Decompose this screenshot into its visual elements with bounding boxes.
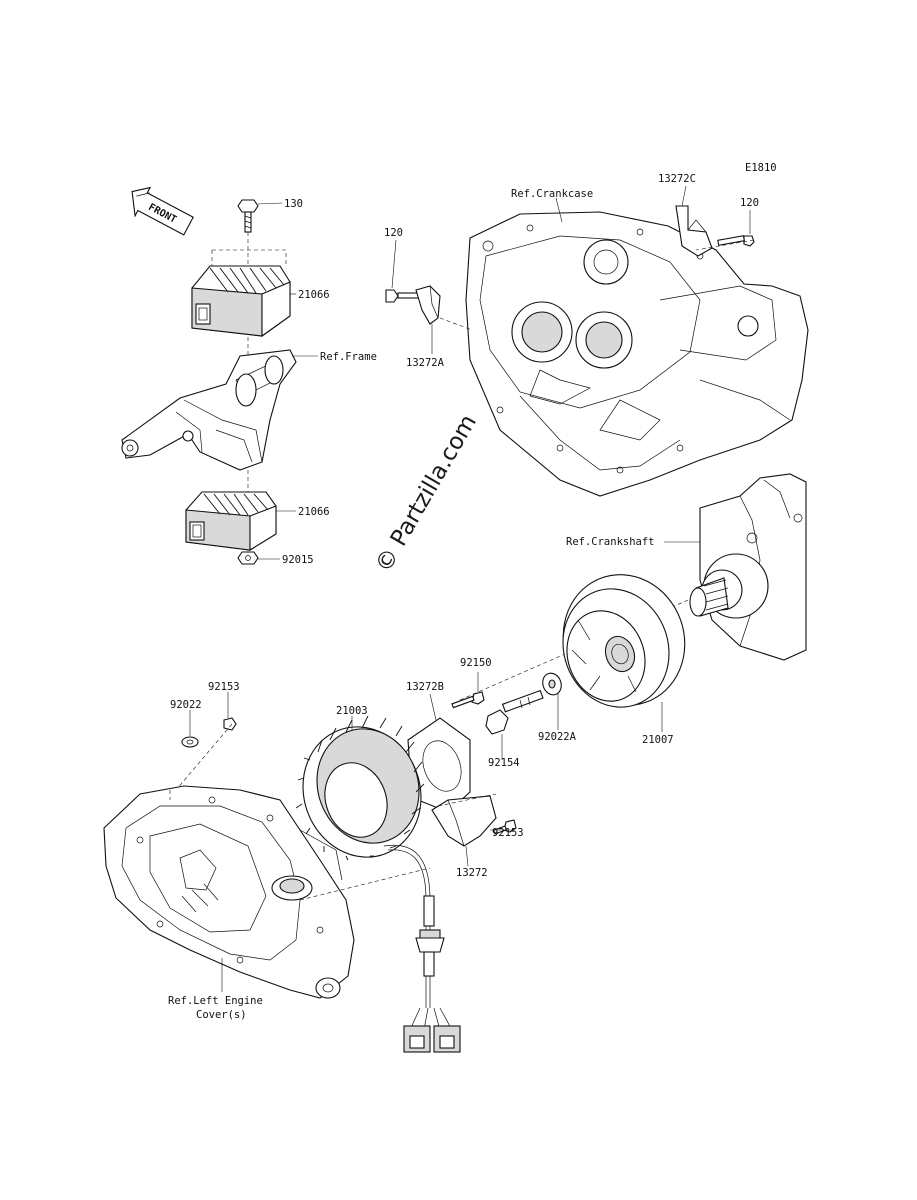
crankcase [465, 211, 809, 497]
callout-92022a: 92022A [538, 731, 577, 743]
callout-21007: 21007 [642, 734, 674, 746]
nut-92015 [237, 551, 259, 565]
bolt-axis-line [695, 239, 755, 251]
callout-13272a: 13272A [406, 357, 445, 369]
callout-ref-frame: Ref.Frame [320, 351, 377, 363]
plate-13272 [431, 793, 497, 847]
callout-ref-crankcase: Ref.Crankcase [511, 188, 593, 200]
bolt-92154 [485, 689, 544, 735]
bolt-130 [237, 199, 259, 233]
leader-130 [257, 202, 283, 205]
stator-wire-harness [383, 844, 461, 1053]
diagram-code: E1810 [745, 162, 777, 174]
callout-21003: 21003 [336, 705, 368, 717]
stator-21003 [295, 715, 425, 861]
callout-92153-right: 92153 [492, 827, 524, 839]
callout-13272b: 13272B [406, 681, 444, 693]
frame-bracket [121, 349, 297, 471]
callout-92150: 92150 [460, 657, 492, 669]
leader-13272c [681, 185, 687, 207]
callout-130: 130 [284, 198, 303, 210]
cover-axis-line [299, 867, 431, 901]
callout-92015: 92015 [282, 554, 314, 566]
callout-21066-top: 21066 [298, 289, 330, 301]
leader-13272 [465, 845, 469, 867]
leader-ref-crankcase [555, 197, 563, 223]
bolt-120-left [385, 289, 421, 303]
clamp-axis-line [439, 317, 473, 331]
washer-92022 [181, 736, 199, 748]
callout-120-right: 120 [740, 197, 759, 209]
callout-92022: 92022 [170, 699, 202, 711]
clamp-13272a [415, 285, 441, 325]
callout-ref-crankshaft: Ref.Crankshaft [566, 536, 655, 548]
callout-ref-left-engine-cover-line1: Ref.Left Engine [168, 995, 263, 1007]
callout-13272: 13272 [456, 867, 488, 879]
callout-92153-top: 92153 [208, 681, 240, 693]
callout-120-left: 120 [384, 227, 403, 239]
callout-92154: 92154 [488, 757, 520, 769]
callout-21066-bottom: 21066 [298, 506, 330, 518]
rotor-21007 [562, 574, 686, 708]
bracket-13272c [675, 205, 713, 257]
callout-13272c: 13272C [658, 173, 696, 185]
bolt-92150 [451, 691, 485, 709]
leader-120-left [391, 239, 397, 289]
front-arrow-icon: FRONT [123, 186, 194, 236]
washer-92022a [542, 672, 562, 696]
crankshaft [689, 473, 807, 661]
watermark: © Partzilla.com [371, 410, 482, 577]
bolt-120-right [717, 235, 755, 247]
regulator-rectifier-lower [185, 491, 277, 551]
leader-13272b [429, 693, 437, 721]
left-engine-cover [103, 785, 355, 999]
bolt-92153-top [223, 717, 237, 731]
cover-bolt-axis-line [175, 723, 233, 791]
callout-ref-left-engine-cover-line2: Cover(s) [196, 1009, 247, 1021]
regulator-rectifier-upper [191, 249, 291, 338]
